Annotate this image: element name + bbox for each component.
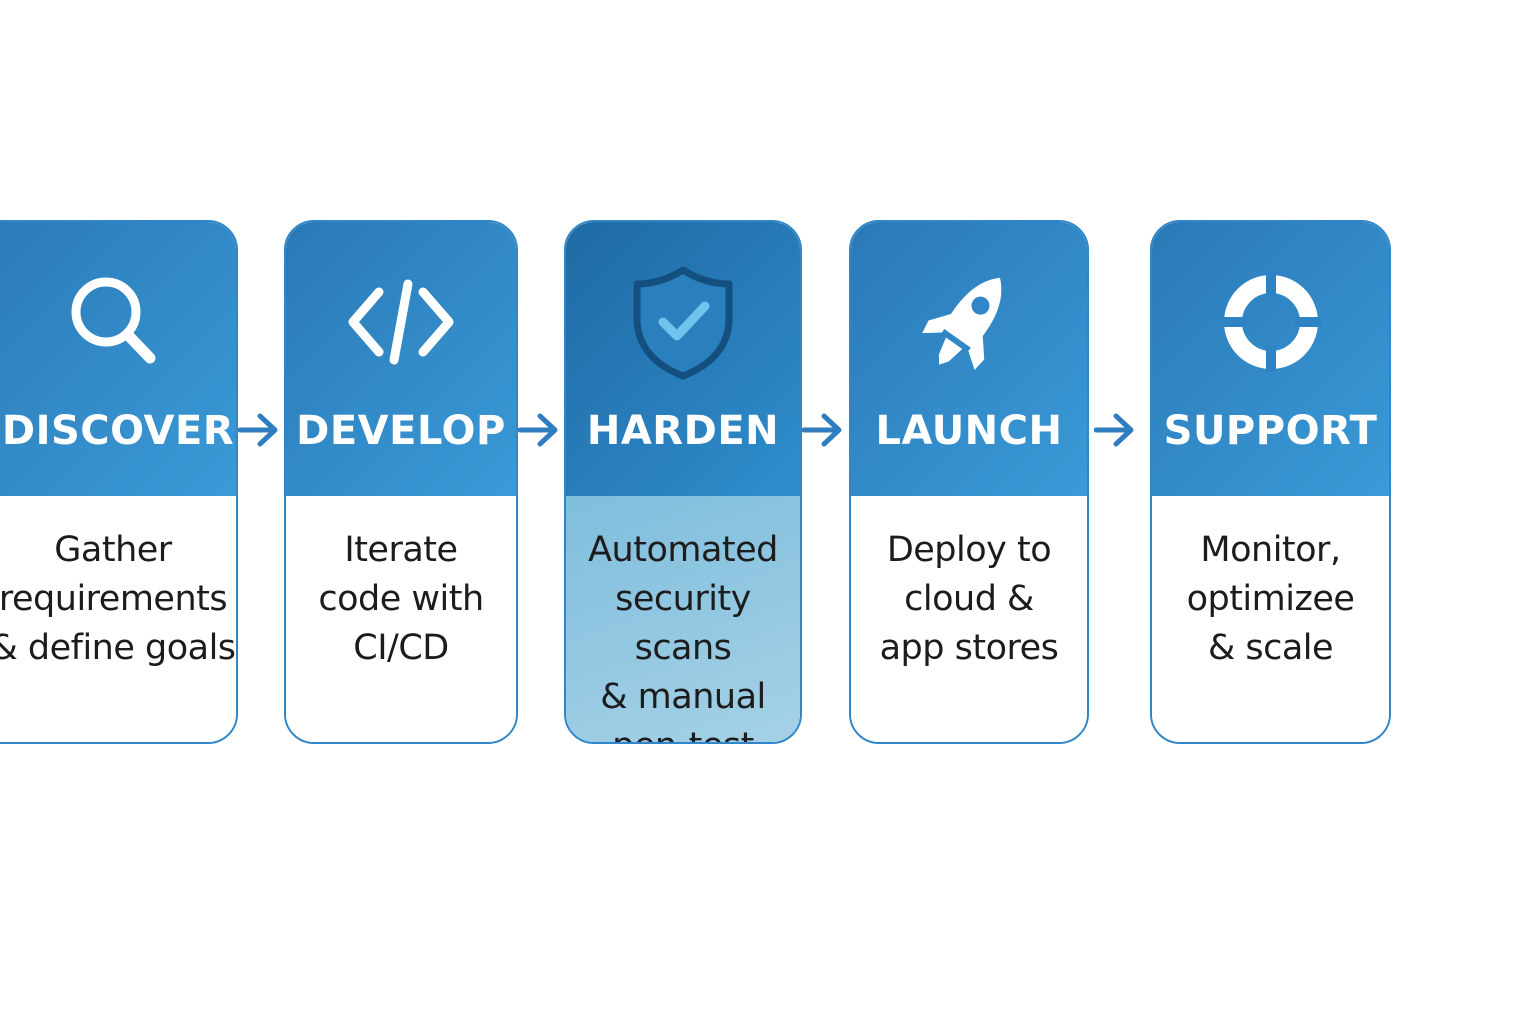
- stage-description: Iterate code with CI/CD: [318, 530, 484, 668]
- stage-header: DEVELOP: [286, 222, 516, 496]
- stage-title: SUPPORT: [1163, 408, 1378, 454]
- stage-discover: DISCOVER Gather requirements & define go…: [0, 220, 238, 744]
- stage-title: HARDEN: [586, 408, 780, 454]
- arrow-right-icon: [802, 413, 842, 447]
- stage-harden: HARDEN Automated security scans & manual…: [564, 220, 802, 744]
- stage-body: Deploy to cloud & app stores: [851, 496, 1087, 742]
- stage-title: DEVELOP: [296, 408, 506, 454]
- arrow-right-icon: [1094, 413, 1134, 447]
- stage-description: Automated security scans & manual pen-te…: [588, 530, 778, 742]
- stage-title: DISCOVER: [1, 408, 235, 454]
- arrow-right-icon: [518, 413, 558, 447]
- stage-title: LAUNCH: [875, 408, 1063, 454]
- stage-description: Deploy to cloud & app stores: [879, 530, 1059, 668]
- rocket-icon: [922, 277, 1002, 370]
- stage-launch: LAUNCH Deploy to cloud & app stores: [849, 220, 1089, 744]
- stage-header: SUPPORT: [1152, 222, 1389, 496]
- stage-body: Monitor, optimizee & scale: [1152, 496, 1389, 742]
- lifebuoy-icon: [1220, 272, 1321, 372]
- stage-develop: DEVELOP Iterate code with CI/CD: [284, 220, 518, 744]
- search-icon: [71, 277, 156, 364]
- stage-body: Iterate code with CI/CD: [286, 496, 516, 742]
- stage-header: DISCOVER: [0, 222, 236, 496]
- stage-support: SUPPORT Monitor, optimizee & scale: [1150, 220, 1391, 744]
- stage-body: Gather requirements & define goals: [0, 496, 236, 742]
- stage-body: Automated security scans & manual pen-te…: [566, 496, 800, 742]
- code-icon: [348, 279, 454, 365]
- stage-description: Gather requirements & define goals: [0, 530, 236, 668]
- arrow-right-icon: [238, 413, 278, 447]
- stage-description: Monitor, optimizee & scale: [1186, 530, 1355, 668]
- shield-check-icon: [633, 266, 733, 380]
- stage-header: HARDEN: [566, 222, 800, 496]
- stage-header: LAUNCH: [851, 222, 1087, 496]
